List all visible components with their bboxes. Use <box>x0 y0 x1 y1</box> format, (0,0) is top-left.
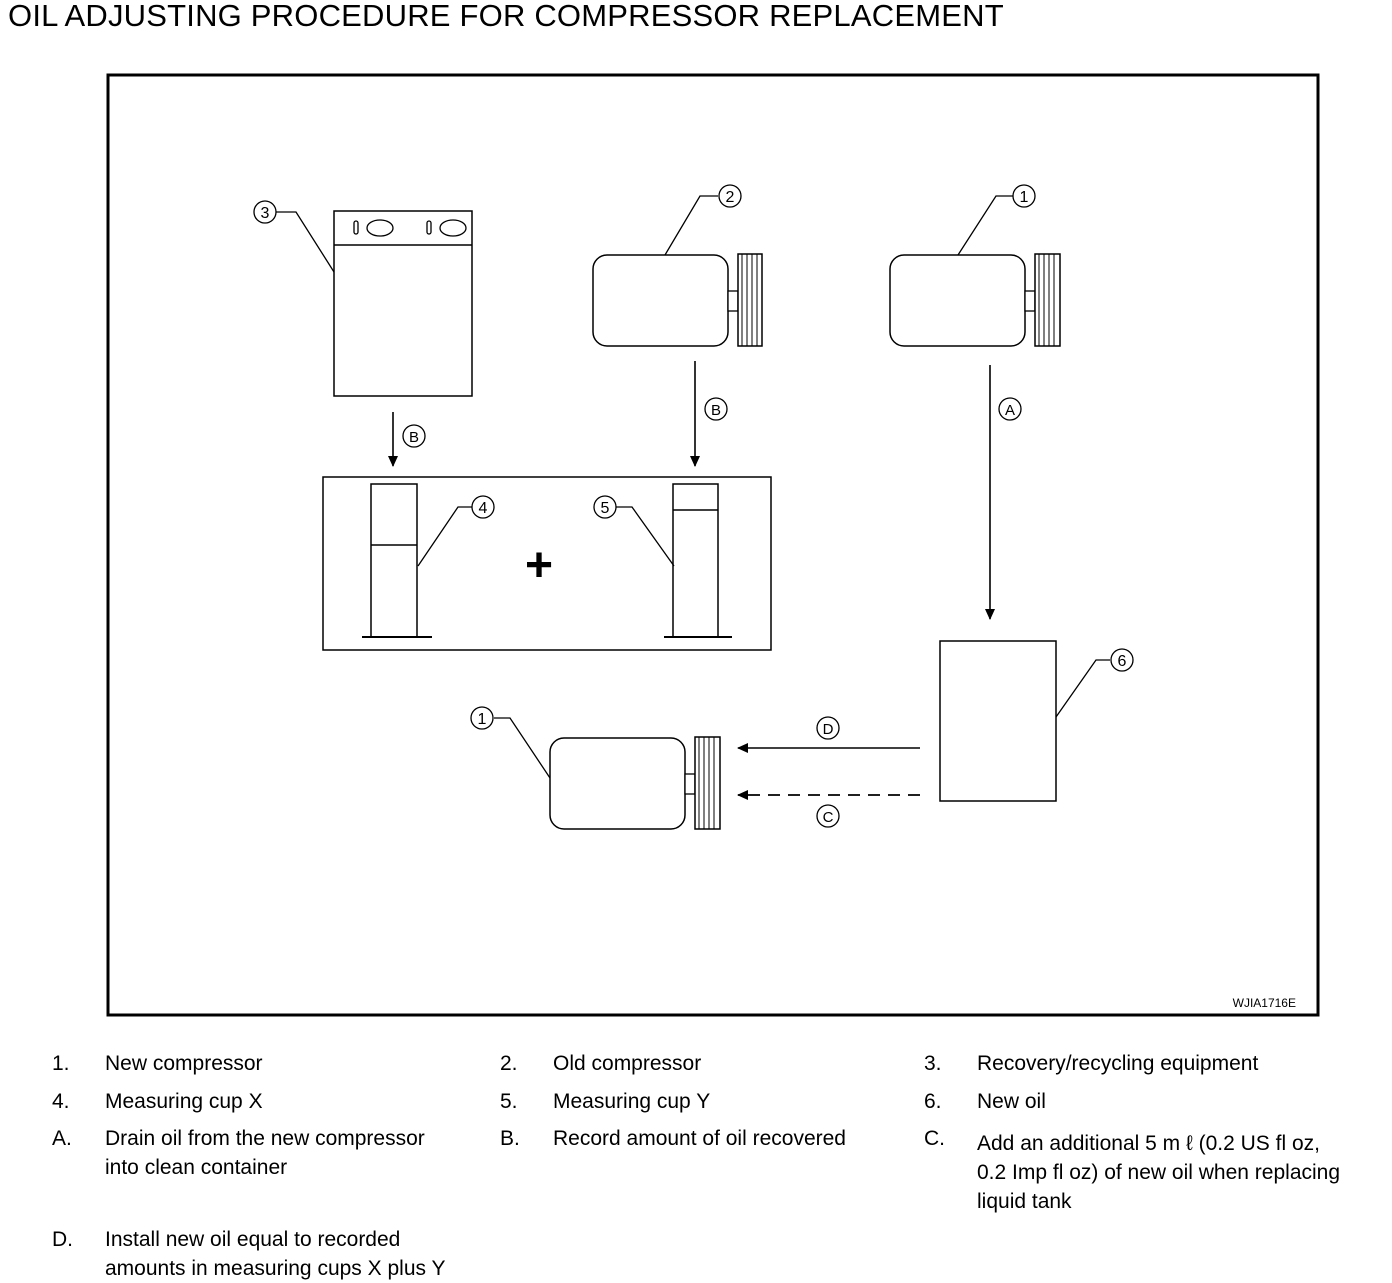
legend-text-2: Old compressor <box>553 1052 702 1075</box>
legend-text-a-line2: into clean container <box>105 1156 288 1179</box>
page-title: OIL ADJUSTING PROCEDURE FOR COMPRESSOR R… <box>8 0 1004 33</box>
legend-text-1: New compressor <box>105 1052 263 1075</box>
legend-text-d-line1: Install new oil equal to recorded <box>105 1228 401 1251</box>
measuring-cup-x <box>362 483 432 638</box>
svg-text:B: B <box>711 402 721 419</box>
svg-text:1: 1 <box>1020 189 1029 206</box>
figure-frame <box>106 73 1320 1017</box>
legend-text-5: Measuring cup Y <box>553 1090 711 1113</box>
legend-key-4: 4. <box>52 1090 70 1113</box>
callout-4: 4 <box>471 495 495 519</box>
svg-text:A: A <box>1005 402 1015 419</box>
svg-text:D: D <box>823 721 834 738</box>
recovery-recycling-equipment <box>333 210 473 397</box>
legend-key-3: 3. <box>924 1052 942 1075</box>
legend-text-c-line2: 0.2 Imp fl oz) of new oil when replacing <box>977 1161 1341 1184</box>
legend-text-c-line3: liquid tank <box>977 1190 1072 1213</box>
svg-text:B: B <box>409 429 419 446</box>
svg-text:C: C <box>823 809 834 826</box>
callout-b-right: B <box>704 397 728 421</box>
callout-a: A <box>998 397 1022 421</box>
svg-text:2: 2 <box>726 189 735 206</box>
legend-text-c-line1: Add an additional 5 m ℓ (0.2 US fl oz, <box>977 1132 1320 1155</box>
callout-1-bottom: 1 <box>470 706 494 730</box>
legend-key-b: B. <box>500 1127 520 1150</box>
legend-text-a-line1: Drain oil from the new compressor <box>105 1127 425 1150</box>
callout-b-left: B <box>402 424 426 448</box>
old-compressor <box>592 253 763 347</box>
legend-key-c: C. <box>924 1127 945 1150</box>
figure-code: WJIA1716E <box>1233 996 1296 1010</box>
callout-1-top: 1 <box>1012 184 1036 208</box>
callout-2: 2 <box>718 184 742 208</box>
legend-key-6: 6. <box>924 1090 942 1113</box>
svg-text:5: 5 <box>601 500 610 517</box>
legend-text-6: New oil <box>977 1090 1046 1113</box>
callout-d: D <box>816 716 840 740</box>
callout-5: 5 <box>593 495 617 519</box>
svg-text:4: 4 <box>479 500 488 517</box>
svg-text:6: 6 <box>1118 653 1127 670</box>
callout-6: 6 <box>1110 648 1134 672</box>
legend-text-4: Measuring cup X <box>105 1090 263 1113</box>
svg-text:1: 1 <box>478 711 487 728</box>
new-oil-container <box>939 640 1057 802</box>
leader-lines <box>276 195 1110 779</box>
legend-key-2: 2. <box>500 1052 518 1075</box>
callout-c: C <box>816 804 840 828</box>
legend-text-d-line2: amounts in measuring cups X plus Y <box>105 1257 446 1280</box>
new-compressor-top <box>889 253 1061 347</box>
plus-sign: + <box>525 539 553 592</box>
svg-text:3: 3 <box>261 205 270 222</box>
legend-text-b: Record amount of oil recovered <box>553 1127 846 1150</box>
callout-3: 3 <box>253 200 277 224</box>
measuring-cup-y <box>664 483 732 638</box>
legend-key-1: 1. <box>52 1052 70 1075</box>
legend-key-d: D. <box>52 1228 73 1251</box>
legend-key-5: 5. <box>500 1090 518 1113</box>
legend-key-a: A. <box>52 1127 72 1150</box>
legend-text-3: Recovery/recycling equipment <box>977 1052 1259 1075</box>
new-compressor-bottom <box>549 736 721 830</box>
